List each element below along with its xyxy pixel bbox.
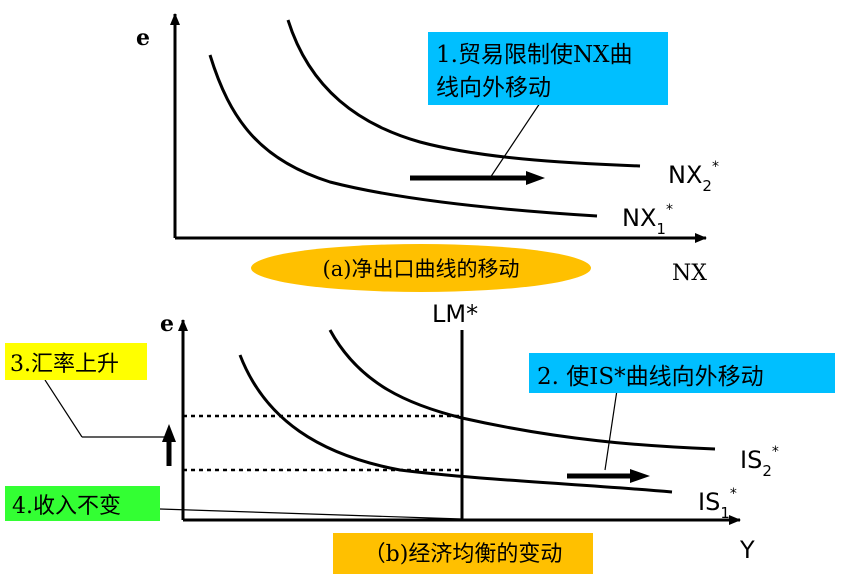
panel-b-caption: （b)经济均衡的变动	[364, 542, 563, 567]
panel-b: e Y LM* IS2* IS1* 2. 使IS*曲线向外移动 3.汇率上升 4…	[5, 300, 835, 574]
lm-label: LM*	[432, 300, 478, 328]
panel-b-shift-callout: 2. 使IS*曲线向外移动	[537, 364, 764, 390]
panel-a-callout-box	[428, 32, 668, 105]
rate-callout: 3.汇率上升	[10, 352, 119, 377]
panel-b-up-arrow-head	[162, 424, 176, 442]
panel-a-shift-arrow-head	[526, 171, 545, 185]
panel-a-y-axis-label: e	[136, 25, 150, 51]
is1-label: IS1*	[698, 486, 737, 522]
panel-a-caption: (a)净出口曲线的移动	[323, 257, 520, 281]
panel-b-y-axis-label: e	[160, 311, 174, 337]
panel-a-callout-pointer	[489, 102, 541, 179]
nx1-label: NX1*	[622, 202, 673, 238]
nx2-curve	[286, 19, 641, 168]
rate-callout-box	[5, 343, 147, 380]
nx2-label: NX2*	[668, 159, 719, 195]
panel-b-shift-arrow-head	[630, 469, 650, 483]
panel-a-x-axis-label: NX	[672, 261, 707, 286]
shift-callout-pointer	[604, 389, 618, 471]
income-callout-pointer	[159, 508, 463, 520]
is2-curve	[328, 329, 716, 451]
is2-label: IS2*	[740, 444, 779, 480]
panel-a-callout-line2: 线向外移动	[436, 75, 551, 101]
panel-b-x-axis-label: Y	[739, 536, 755, 564]
rate-callout-pointer-diag	[44, 379, 83, 438]
income-callout-box	[5, 486, 160, 521]
panel-a-callout-line1: 1.贸易限制使NX曲	[436, 42, 632, 68]
panel-b-shift-callout-box	[529, 353, 835, 393]
panel-a-caption-ellipse	[251, 244, 591, 292]
nx1-curve	[208, 54, 598, 218]
panel-b-caption-box	[333, 533, 593, 574]
income-callout: 4.收入不变	[12, 494, 121, 519]
panel-a: e NX NX2* NX1* 1.贸易限制使NX曲 线向外移动 (a)净出口曲线…	[136, 13, 719, 292]
